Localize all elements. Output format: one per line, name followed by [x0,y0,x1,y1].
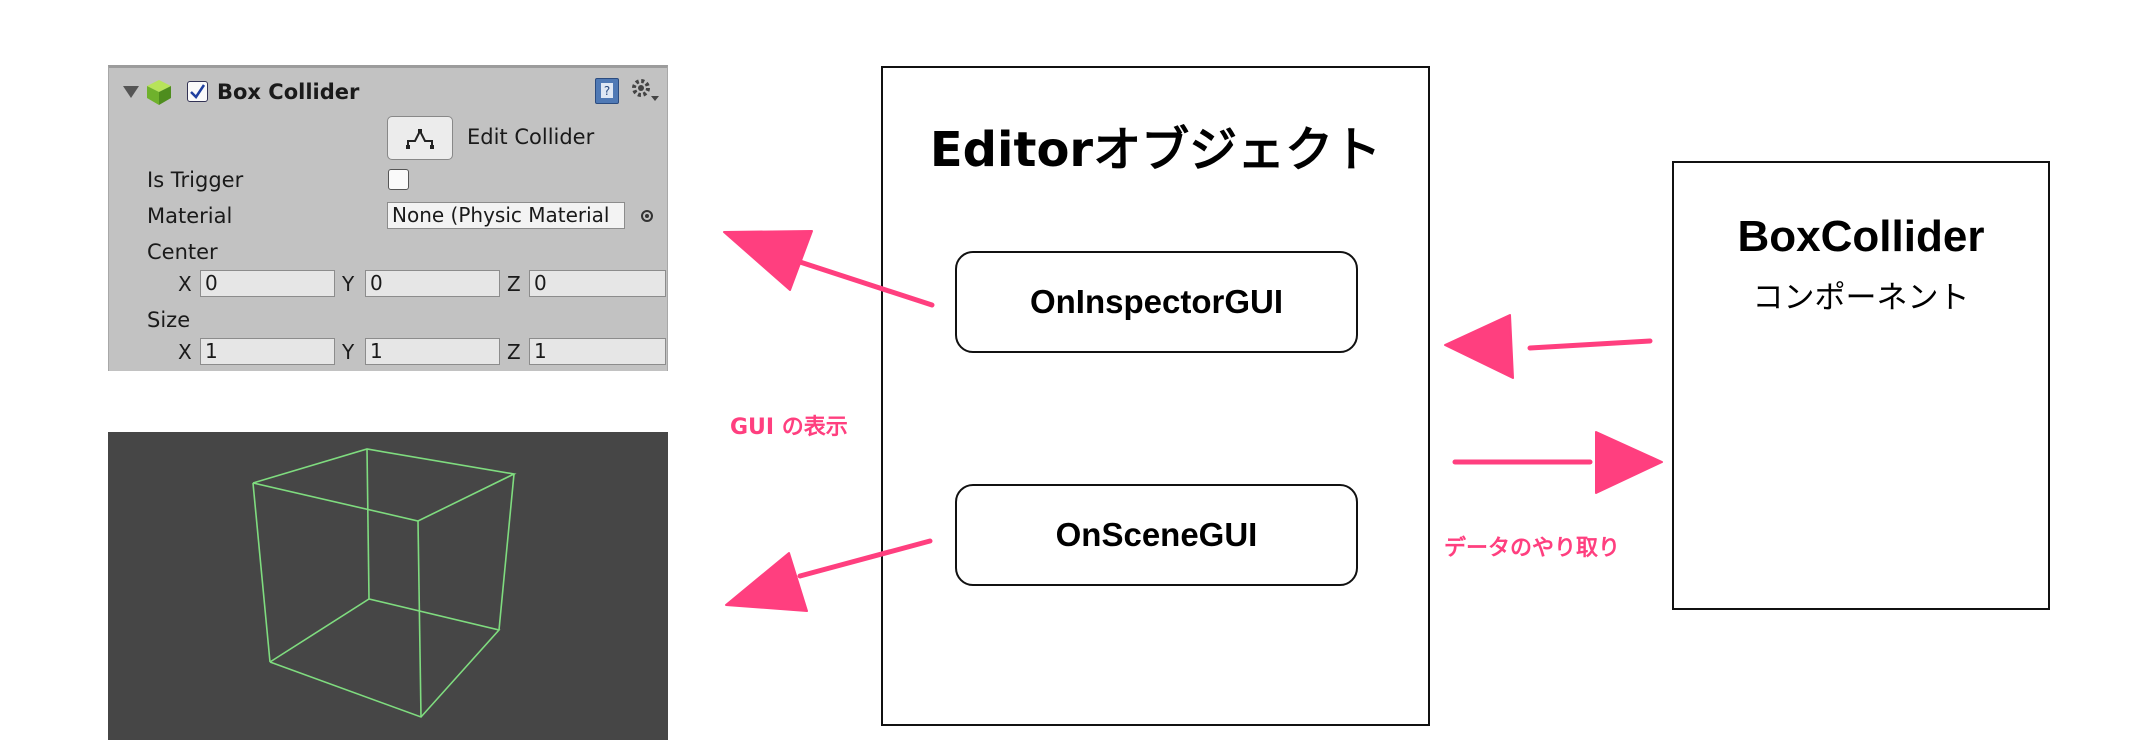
checkmark-icon [190,84,206,99]
center-y-field[interactable]: 0 [365,270,500,297]
is-trigger-label: Is Trigger [147,168,244,192]
size-x-axis-label[interactable]: X [178,340,192,364]
size-z-axis-label[interactable]: Z [507,340,521,364]
object-picker-icon[interactable] [641,210,653,222]
arrow-inspector-head [723,230,813,291]
component-title: Box Collider [217,80,360,104]
editor-object-box [881,66,1430,726]
arrow-data-to-editor-head [1444,314,1514,379]
edit-collider-button[interactable] [387,116,453,160]
gui-display-label: GUI の表示 [730,415,848,440]
is-trigger-checkbox[interactable] [388,169,409,190]
box-collider-cube-icon [145,78,173,110]
foldout-arrow-icon[interactable] [123,86,139,98]
center-x-field[interactable]: 0 [200,270,335,297]
arrow-scene-head [725,552,808,612]
size-label: Size [147,308,191,332]
scene-view [108,432,668,740]
svg-text:?: ? [604,84,610,98]
size-z-field[interactable]: 1 [529,338,666,365]
center-x-axis-label[interactable]: X [178,272,192,296]
size-x-field[interactable]: 1 [200,338,335,365]
box-collider-subtitle: コンポーネント [1752,280,1970,316]
edit-collider-label: Edit Collider [467,125,595,149]
size-y-field[interactable]: 1 [365,338,500,365]
data-exchange-label: データのやり取り [1444,536,1621,561]
help-book-icon[interactable]: ? [595,78,619,104]
gear-icon[interactable] [629,76,661,108]
box-collider-component-box [1672,161,2050,610]
inspector-panel: Box Collider ? Edit Collider Is Trigger … [108,65,668,371]
arrow-data-to-editor-shaft [1527,338,1653,351]
material-field[interactable]: None (Physic Material [387,202,625,229]
component-enabled-checkbox[interactable] [187,81,208,102]
on-inspector-gui-box: OnInspectorGUI [955,251,1358,353]
material-label: Material [147,204,233,228]
center-z-axis-label[interactable]: Z [507,272,521,296]
box-collider-wireframe [252,448,517,718]
edit-collider-icon [406,128,434,149]
center-y-axis-label[interactable]: Y [342,272,355,296]
center-z-field[interactable]: 0 [529,270,666,297]
center-label: Center [147,240,218,264]
arrow-data-to-component-head [1595,431,1663,494]
box-collider-title: BoxCollider [1737,212,1985,261]
editor-object-title: Editorオブジェクト [929,122,1382,178]
on-scene-gui-box: OnSceneGUI [955,484,1358,586]
size-y-axis-label[interactable]: Y [342,340,355,364]
